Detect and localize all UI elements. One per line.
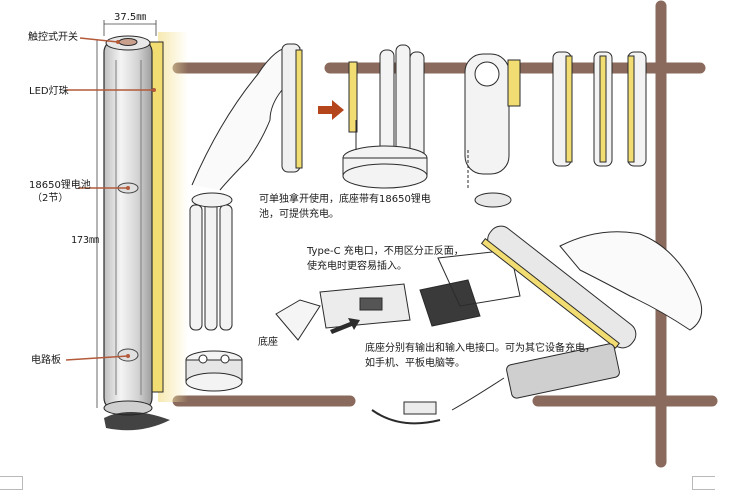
detached-lamp-led <box>295 49 303 169</box>
standalone-note-line2: 池，可提供充电。 <box>259 209 339 220</box>
lamp-top-view-led <box>507 59 521 107</box>
base-note: 底座分别有输出和输入电接口。可为其它设备充电， 如手机、平板电脑等。 <box>365 341 595 371</box>
lamp-top-view <box>464 53 510 175</box>
circuit-board-label: 电路板 <box>31 355 61 366</box>
leader-dot <box>126 186 130 190</box>
dock-lamp-led <box>348 61 358 133</box>
usb-a-plug <box>403 401 437 415</box>
battery-label-line2: （2节） <box>32 193 69 204</box>
typec-note-line2: 使充电时更容易插入。 <box>307 261 407 272</box>
holder-hole <box>198 354 208 364</box>
battery-label-line1: 18650锂电池 <box>29 180 91 191</box>
battery-cell <box>189 204 203 331</box>
corner-mark-left <box>0 476 23 490</box>
right-arrow-icon <box>318 100 344 120</box>
leader-touch-switch <box>79 37 119 43</box>
touch-cap <box>474 61 500 87</box>
dock-base-bottom <box>342 163 428 189</box>
usb-cable <box>451 377 505 411</box>
held-lamp-led <box>480 237 620 349</box>
battery-top <box>191 192 233 208</box>
led-beads-label: LED灯珠 <box>29 86 69 97</box>
handwriting-label: 底座 <box>258 337 278 348</box>
side-shell <box>275 299 321 341</box>
standalone-note-line1: 可单独拿开使用，底座带有18650锂电 <box>259 194 431 205</box>
insert-arrow-icon <box>330 318 360 334</box>
typec-plug <box>419 279 481 327</box>
base-shadow <box>104 411 170 431</box>
base-note-line1: 底座分别有输出和输入电接口。可为其它设备充电， <box>365 343 595 354</box>
leader-dot <box>152 88 156 92</box>
holder-hole <box>220 354 230 364</box>
leader-circuit <box>65 355 129 361</box>
lamp-bottom-view <box>474 192 512 208</box>
rotate-arrow <box>371 409 441 425</box>
standalone-note: 可单独拿开使用，底座带有18650锂电 池，可提供充电。 <box>259 192 431 222</box>
height-dimension-label: 173㎜ <box>71 235 100 246</box>
cable-hood <box>437 249 521 307</box>
typec-note-line1: Type-C 充电口，不用区分正反面， <box>307 246 464 257</box>
phone <box>506 343 620 399</box>
orientation-view-led <box>627 55 635 163</box>
holder-bottom <box>185 372 243 392</box>
corner-mark-right <box>692 476 715 490</box>
width-dimension-label: 37.5㎜ <box>114 12 147 23</box>
typec-note: Type-C 充电口，不用区分正反面， 使充电时更容易插入。 <box>307 244 464 274</box>
orientation-view-led <box>599 55 607 163</box>
base-note-line2: 如手机、平板电脑等。 <box>365 358 465 369</box>
hand-sketch-right <box>559 231 703 331</box>
leader-dot <box>116 40 120 44</box>
touch-switch-label: 触控式开关 <box>28 32 78 43</box>
leader-dot <box>126 354 130 358</box>
orientation-view-led <box>565 55 573 163</box>
usb-port <box>359 297 383 311</box>
